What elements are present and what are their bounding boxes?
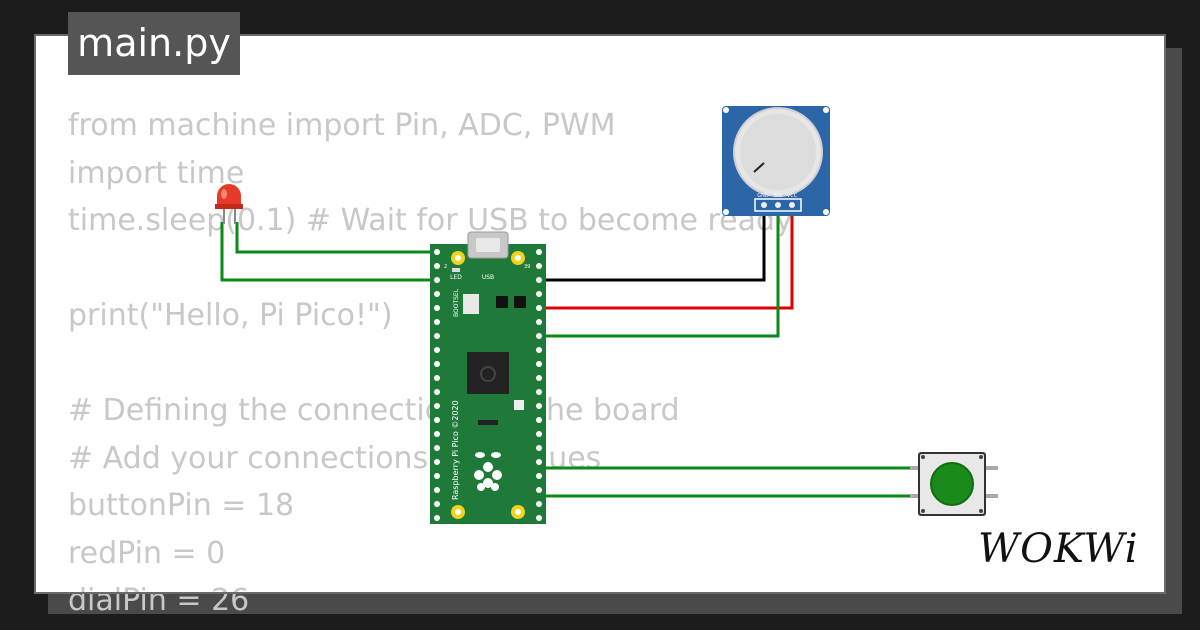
code-line-3: time.sleep(0.1) # Wait for USB to become… — [68, 203, 793, 238]
code-line-11: dialPin = 26 — [68, 583, 250, 618]
knob-indicator — [753, 162, 765, 173]
svg-text:39: 39 — [524, 264, 530, 270]
bootsel-button[interactable] — [463, 294, 479, 314]
push-button[interactable] — [910, 452, 998, 516]
wire-pot-sig — [538, 205, 780, 338]
wire-pot-vcc — [538, 205, 794, 310]
code-line-2: import time — [68, 155, 245, 191]
code-line-1: from machine import Pin, ADC, PWM — [68, 108, 616, 143]
usb-label: USB — [482, 274, 494, 281]
wire-led-to-pico-1 — [235, 222, 440, 254]
push-button-cap[interactable] — [930, 462, 974, 506]
svg-text:2: 2 — [444, 264, 447, 270]
rp2040-chip — [467, 352, 509, 394]
pico-right-pins — [536, 249, 542, 521]
potentiometer-knob[interactable] — [740, 114, 816, 190]
raspberry-logo-icon — [474, 452, 502, 491]
led-label: LED — [450, 274, 462, 281]
code-line-9: buttonPin = 18 — [68, 488, 295, 523]
pico-left-pins — [434, 249, 440, 521]
wokwi-logo: WOKWi — [978, 526, 1139, 572]
potentiometer[interactable]: GND SIG VCC — [722, 106, 830, 216]
wire-pot-gnd — [538, 205, 766, 282]
board-name: Raspberry Pi Pico ©2020 — [451, 400, 460, 500]
code-line-5: print("Hello, Pi Pico!") — [68, 298, 393, 333]
pico-board[interactable]: USB LED BOOTSEL Raspberry Pi Pico ©2020 … — [430, 231, 546, 524]
pot-pin-vcc: VCC — [787, 193, 798, 199]
bootsel-label: BOOTSEL — [453, 288, 460, 317]
code-line-10: redPin = 0 — [68, 535, 226, 571]
wires — [220, 205, 920, 498]
code-line-8: # Add your connections and values — [68, 440, 602, 476]
file-tab[interactable]: main.py — [68, 12, 240, 75]
led-component[interactable] — [215, 184, 243, 224]
wire-led-to-pico-2 — [220, 222, 440, 282]
pot-pin-gnd: GND — [757, 193, 769, 199]
pico-mount-holes — [451, 251, 525, 519]
pot-pin-sig: SIG — [774, 193, 783, 199]
